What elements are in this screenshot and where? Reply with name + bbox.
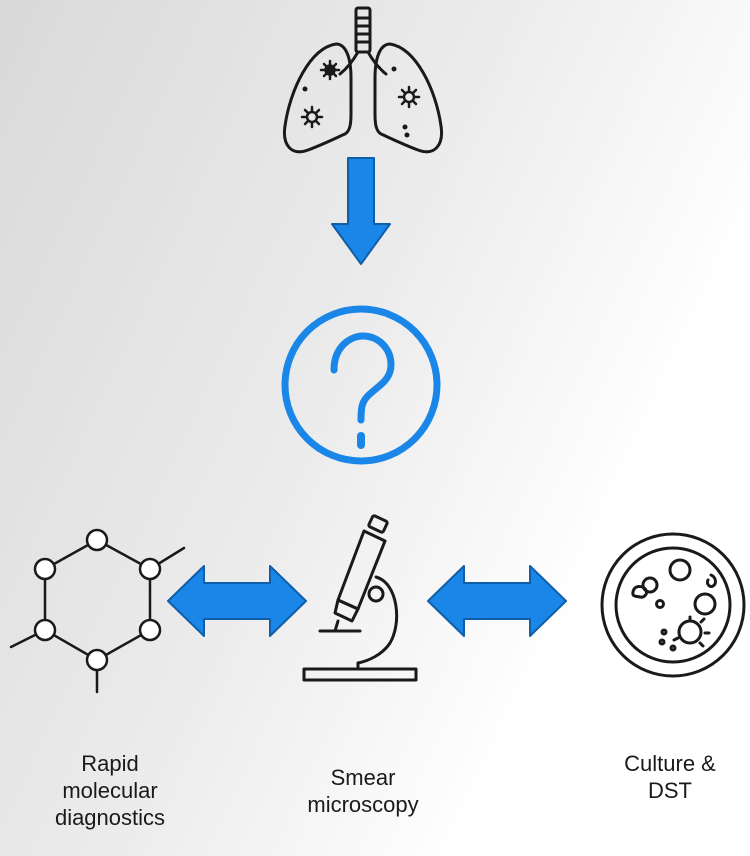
label-culture-dst: Culture & DST	[600, 750, 740, 804]
label-line: Rapid	[81, 751, 139, 776]
molecule-hexagon-icon	[9, 528, 186, 694]
double-arrow-right	[427, 565, 567, 637]
microscope-icon	[302, 514, 418, 682]
lungs-icon	[282, 6, 444, 154]
label-rapid-molecular-diagnostics: Rapid molecular diagnostics	[20, 750, 200, 831]
label-line: DST	[648, 778, 692, 803]
down-arrow	[331, 157, 391, 265]
label-line: diagnostics	[54, 805, 166, 830]
label-line: molecular	[62, 778, 158, 803]
petri-dish-icon	[600, 532, 746, 678]
label-smear-microscopy: Smear microscopy	[268, 764, 458, 818]
label-line: microscopy	[307, 792, 419, 817]
label-line: Culture &	[624, 751, 716, 776]
double-arrow-left	[167, 565, 307, 637]
question-mark-icon	[281, 305, 441, 465]
label-line: Smear	[330, 765, 396, 790]
